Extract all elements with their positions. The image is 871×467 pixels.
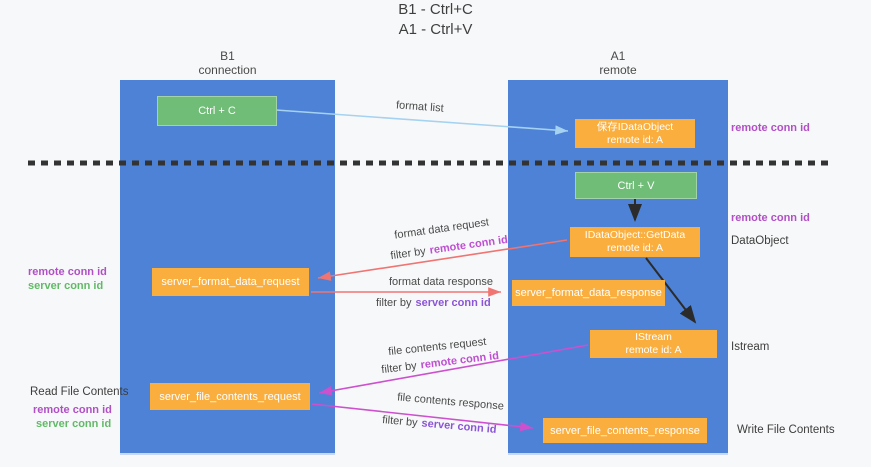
- server-format-data-request-node: server_format_data_request: [152, 268, 309, 296]
- ctrl-v-node: Ctrl + V: [575, 172, 697, 199]
- write-file-contents-label: Write File Contents: [737, 424, 835, 436]
- server-file-contents-request-node: server_file_contents_request: [150, 383, 310, 410]
- format-data-response-filter-key: server conn id: [415, 297, 491, 309]
- getdata-line2: remote id: A: [606, 242, 664, 254]
- server-format-data-request-label: server_format_data_request: [161, 276, 300, 288]
- ctrl-c-node: Ctrl + C: [157, 96, 277, 126]
- istream-line1: IStream: [635, 331, 672, 343]
- file-contents-response-filter-prefix: filter by: [381, 414, 419, 430]
- file-contents-request-filter-prefix: filter by: [380, 359, 418, 377]
- left-remote-conn-id-label-2: remote conn id: [33, 404, 112, 416]
- idataobject-getdata-node: IDataObject::GetData remote id: A: [570, 227, 700, 257]
- istream-line2: remote id: A: [625, 344, 682, 356]
- format-list-arrow-label: format list: [395, 99, 445, 115]
- title-line-1: B1 - Ctrl+C: [398, 1, 473, 18]
- save-idataobject-line2: remote id: A: [606, 133, 664, 146]
- diagram-title: B1 - Ctrl+C A1 - Ctrl+V: [0, 0, 871, 40]
- format-data-response-filter-prefix: filter by: [376, 297, 412, 309]
- istream-label: Istream: [731, 341, 770, 353]
- right-column-header: A1 remote: [508, 49, 728, 77]
- title-line-2: A1 - Ctrl+V: [398, 21, 473, 38]
- ctrl-v-label: Ctrl + V: [617, 179, 655, 192]
- right-column-subtitle: remote: [599, 63, 637, 77]
- server-file-contents-response-label: server_file_contents_response: [550, 424, 700, 437]
- server-format-data-response-node: server_format_data_response: [512, 280, 665, 306]
- right-column-title: A1: [610, 49, 626, 63]
- left-column-header: B1 connection: [120, 49, 335, 77]
- dataobject-label: DataObject: [731, 235, 789, 247]
- left-remote-conn-id-label-1: remote conn id: [28, 266, 107, 278]
- server-format-data-response-label: server_format_data_response: [515, 287, 662, 299]
- getdata-line1: IDataObject::GetData: [584, 229, 686, 241]
- server-file-contents-request-label: server_file_contents_request: [159, 390, 301, 403]
- file-contents-response-filter-key: server conn id: [421, 417, 497, 436]
- left-server-conn-id-label-2: server conn id: [36, 418, 112, 430]
- left-server-conn-id-label-1: server conn id: [28, 280, 104, 292]
- left-column-subtitle: connection: [198, 63, 257, 77]
- remote-conn-id-label-mid: remote conn id: [731, 212, 810, 224]
- format-data-response-arrow-label: format data response: [389, 276, 493, 288]
- server-file-contents-response-node: server_file_contents_response: [543, 418, 707, 443]
- left-column-title: B1: [220, 49, 235, 63]
- save-idataobject-line1: 保存IDataObject: [596, 120, 674, 133]
- save-idataobject-node: 保存IDataObject remote id: A: [575, 119, 695, 148]
- file-contents-response-arrow-label: file contents response: [396, 391, 505, 413]
- format-data-request-filter-prefix: filter by: [389, 245, 427, 263]
- format-data-request-filter-key: remote conn id: [428, 233, 509, 257]
- istream-node: IStream remote id: A: [590, 330, 717, 358]
- ctrl-c-label: Ctrl + C: [198, 105, 236, 117]
- remote-conn-id-label-top: remote conn id: [731, 122, 810, 134]
- read-file-contents-label: Read File Contents: [30, 386, 129, 398]
